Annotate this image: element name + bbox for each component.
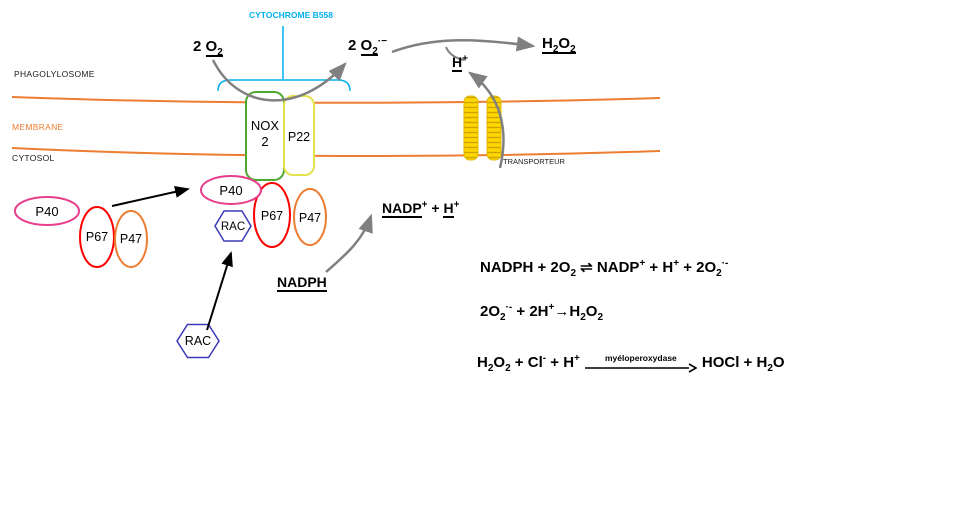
- formula-superoxide: 2 O2·−: [348, 36, 387, 57]
- equation-nadph-oxidase: NADPH + 2O2 ⇌ NADP+ + H+ + 2O2·-: [480, 258, 728, 279]
- equation-myeloperoxidase: H2O2 + Cl- + H+ myéloperoxydase HOCl + H…: [477, 353, 785, 374]
- p47-free-shape: [114, 210, 148, 268]
- p40-free-label: P40: [35, 204, 58, 219]
- formula-h-plus: H+: [452, 53, 468, 72]
- equation-2-text: 2O2·- + 2H+→H2O2: [480, 302, 604, 323]
- p47-free-label: P47: [120, 232, 142, 246]
- rac-recruitment-arrow: [206, 251, 233, 331]
- transporter-right-pillar: [486, 95, 502, 161]
- formula-h2o2: H2O2: [542, 35, 576, 55]
- nadph-to-nadp-arrow: [325, 213, 373, 273]
- equation-3-right: HOCl + H2O: [701, 353, 785, 374]
- p40-assembled-label: P40: [219, 183, 242, 198]
- transporter-left-pillar: [463, 95, 479, 161]
- p47-assembled-label: P47: [299, 211, 321, 225]
- p47-assembled-shape: [293, 188, 327, 246]
- superoxide-to-h2o2-arrow: [391, 36, 536, 54]
- nox2-label-line1: NOX: [251, 118, 280, 133]
- membrane-label: MEMBRANE: [12, 122, 64, 132]
- formula-nadph: NADPH: [277, 274, 327, 292]
- formula-nadp-h: NADP+ + H+: [382, 199, 460, 218]
- p67-free-shape: [79, 206, 115, 268]
- transporter-h-plus-arrow: [467, 71, 505, 169]
- o2-to-superoxide-arrow: [211, 59, 347, 102]
- formula-o2-substrate: 2 O2: [193, 38, 223, 58]
- equation-dismutation: 2O2·- + 2H+→H2O2: [480, 302, 603, 323]
- reaction-arrow-icon: [584, 363, 697, 373]
- subunit-assembly-arrow: [111, 185, 190, 207]
- membrane-line-top: [11, 96, 661, 104]
- phagolysosome-label: PHAGOLYLOSOME: [14, 69, 95, 79]
- p22-label: P22: [288, 130, 310, 144]
- p67-free-label: P67: [86, 230, 108, 244]
- equation-3-left: H2O2 + Cl- + H+: [477, 353, 580, 374]
- transporteur-label: TRANSPORTEUR: [503, 157, 566, 166]
- cytosol-label: CYTOSOL: [12, 153, 55, 163]
- h-plus-feed-arrow: [445, 46, 465, 61]
- cytochrome-bracket: [217, 79, 351, 92]
- p67-assembled-label: P67: [261, 209, 283, 223]
- membrane-line-bottom: [11, 147, 661, 158]
- p67-assembled-shape: [253, 182, 291, 248]
- cytochrome-b558-label: CYTOCHROME B558: [249, 10, 333, 20]
- rac-assembled-label: RAC: [221, 221, 245, 233]
- rac-free-label: RAC: [185, 334, 211, 348]
- reaction-arrow-with-enzyme: myéloperoxydase: [584, 352, 697, 374]
- enzyme-label: myéloperoxydase: [604, 352, 677, 363]
- p40-assembled-shape: [200, 175, 262, 205]
- nox2-label-line2: 2: [261, 134, 268, 149]
- equation-1-text: NADPH + 2O2 ⇌ NADP+ + H+ + 2O2·-: [480, 258, 729, 279]
- p40-free-shape: [14, 196, 80, 226]
- rac-assembled-shape: [214, 210, 252, 242]
